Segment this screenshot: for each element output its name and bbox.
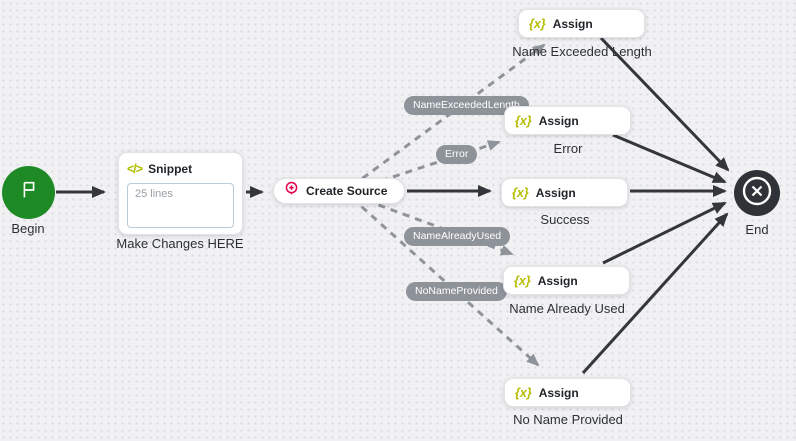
code-icon: </> (127, 162, 143, 176)
branch-label-name-exceeded-length[interactable]: NameExceededLength (404, 96, 529, 115)
assign-caption-no-name-provided: No Name Provided (513, 412, 623, 427)
begin-node[interactable] (2, 166, 55, 219)
edge-branch-name-exceeded[interactable] (351, 43, 546, 188)
branch-label-name-already-used[interactable]: NameAlreadyUsed (404, 227, 511, 246)
close-circle-icon (734, 168, 780, 219)
assign-caption-name-already-used: Name Already Used (509, 301, 625, 316)
assign-node-no-name-provided[interactable]: {x} Assign (504, 378, 631, 407)
create-source-node[interactable]: Create Source (273, 178, 405, 204)
edge-error-end[interactable] (612, 133, 727, 184)
branch-label-error[interactable]: Error (436, 145, 478, 164)
assign-node-title: Assign (538, 113, 579, 128)
flag-icon (18, 179, 40, 206)
edge-no-name-provided-end[interactable] (581, 212, 729, 375)
assign-node-name-exceeded-length[interactable]: {x} Assign (518, 9, 645, 38)
edge-branch-no-name-provided[interactable] (350, 196, 540, 367)
assign-caption-name-exceeded-length: Name Exceeded Length (512, 44, 652, 59)
snippet-code-preview[interactable]: 25 lines (127, 183, 234, 228)
snippet-node-title: Snippet (148, 162, 193, 176)
assign-caption-success: Success (540, 212, 590, 227)
assign-node-title: Assign (537, 273, 578, 288)
assign-node-error[interactable]: {x} Assign (504, 106, 631, 135)
branch-label-no-name-provided[interactable]: NoNameProvided (406, 282, 507, 301)
assign-variable-icon: {x} (529, 16, 546, 31)
edge-branch-name-already-used[interactable] (353, 194, 514, 256)
begin-node-label: Begin (11, 221, 45, 236)
assign-variable-icon: {x} (514, 273, 531, 288)
assign-variable-icon: {x} (515, 385, 532, 400)
end-node[interactable] (734, 170, 780, 216)
assign-node-name-already-used[interactable]: {x} Assign (503, 266, 630, 295)
pin-plus-icon (284, 181, 299, 202)
create-source-node-title: Create Source (306, 184, 388, 198)
edge-name-exceeded-end[interactable] (599, 36, 730, 172)
end-node-label: End (745, 222, 769, 237)
assign-variable-icon: {x} (515, 113, 532, 128)
assign-node-title: Assign (538, 385, 579, 400)
assign-node-success[interactable]: {x} Assign (501, 178, 628, 207)
assign-node-title: Assign (535, 185, 576, 200)
edge-name-already-used-end[interactable] (602, 201, 727, 265)
snippet-node[interactable]: </> Snippet 25 lines (118, 152, 243, 235)
assign-caption-error: Error (553, 141, 583, 156)
assign-node-title: Assign (552, 16, 593, 31)
assign-variable-icon: {x} (512, 185, 529, 200)
snippet-node-caption: Make Changes HERE (116, 236, 244, 251)
